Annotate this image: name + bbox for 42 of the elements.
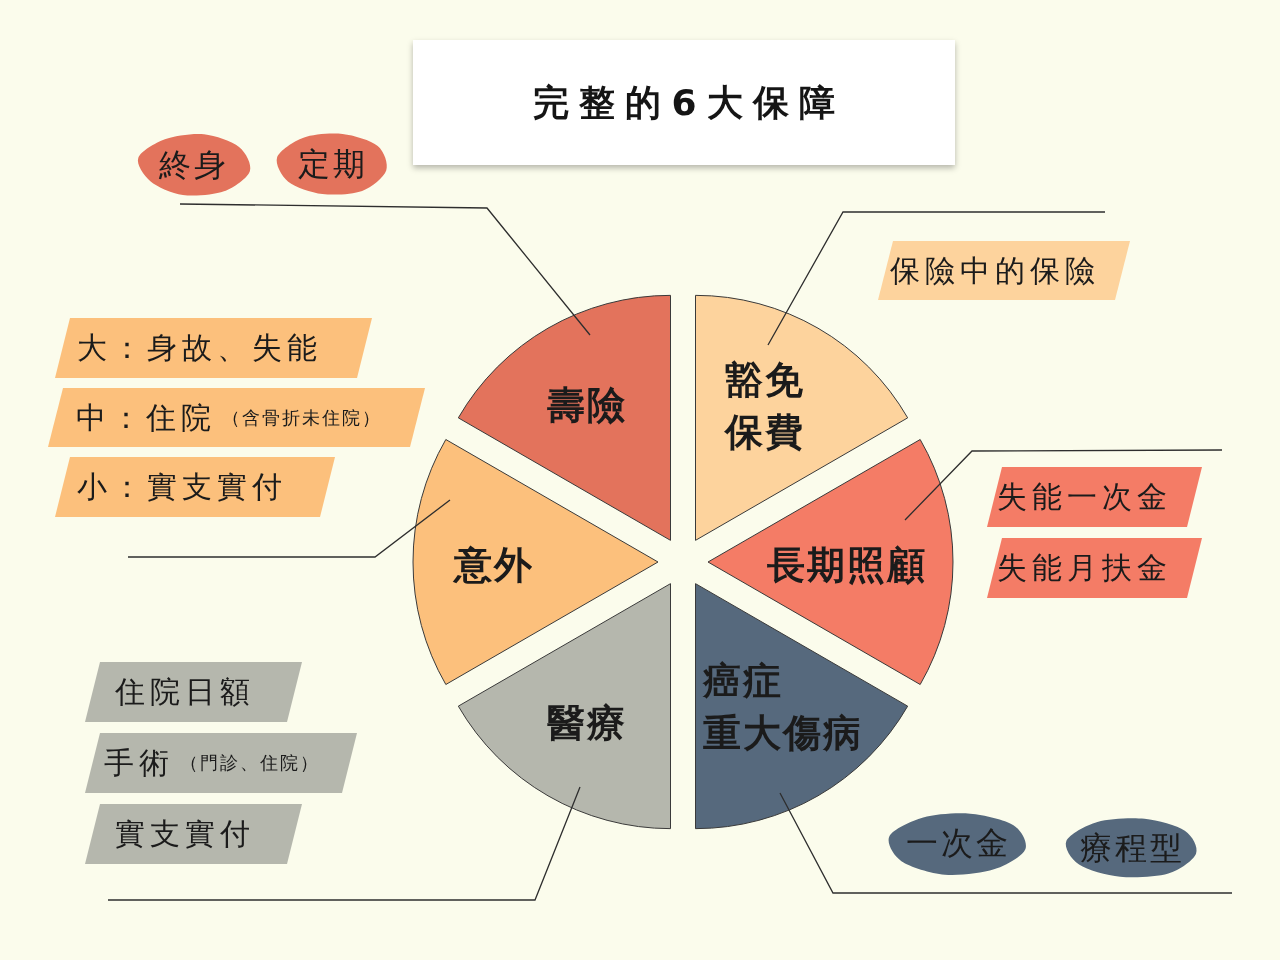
leader-line — [767, 211, 1106, 346]
leader-line — [779, 792, 1233, 894]
sector-label: 壽險 — [547, 382, 627, 429]
sector-label: 長期照顧 — [767, 542, 927, 589]
diagram-title: 完整的6大保障 — [532, 80, 845, 125]
tag-banner — [987, 467, 1202, 527]
tag-text: 定期 — [297, 145, 368, 183]
tag-note: （門診、住院） — [180, 751, 320, 775]
sector-label: 意外 — [454, 542, 534, 589]
sector-label: 癌症 — [703, 658, 784, 705]
tag-banner — [878, 241, 1130, 300]
tag-banner — [48, 388, 425, 447]
pie-sector — [457, 582, 672, 830]
tag-text: 療程型 — [1080, 828, 1185, 867]
tag-text: 手術 — [104, 745, 174, 781]
tag-text: 大：身故、失能 — [77, 330, 322, 366]
tag-banner — [55, 457, 335, 517]
tag-text: 失能一次金 — [997, 479, 1172, 515]
tag-banner — [85, 804, 302, 864]
tag-text: 住院日額 — [115, 674, 255, 710]
tag-text: 實支實付 — [115, 816, 255, 852]
sector-label: 重大傷病 — [703, 710, 863, 757]
tag-banner — [987, 538, 1202, 598]
tag-text: 保險中的保險 — [890, 252, 1100, 289]
sector-label: 醫療 — [547, 700, 627, 747]
tag-banner — [55, 318, 372, 378]
leader-line — [127, 499, 451, 558]
sector-label: 豁免保費 — [725, 357, 806, 456]
leader-line — [179, 203, 591, 336]
tag-text: 中：住院 — [76, 399, 216, 436]
tag-text: 失能月扶金 — [997, 550, 1172, 586]
tag-text: 一次金 — [905, 824, 1011, 862]
tag-banner — [85, 662, 302, 722]
tag-text: 小：實支實付 — [77, 469, 287, 505]
tag-text: 終身 — [158, 145, 229, 184]
leader-line — [107, 786, 581, 901]
pie-sector — [694, 294, 909, 542]
leader-line — [904, 449, 1223, 521]
tag-note: （含骨折未住院） — [222, 405, 382, 430]
tag-banner — [85, 733, 357, 793]
pie-sector — [412, 438, 659, 686]
pie-sector — [457, 294, 672, 542]
